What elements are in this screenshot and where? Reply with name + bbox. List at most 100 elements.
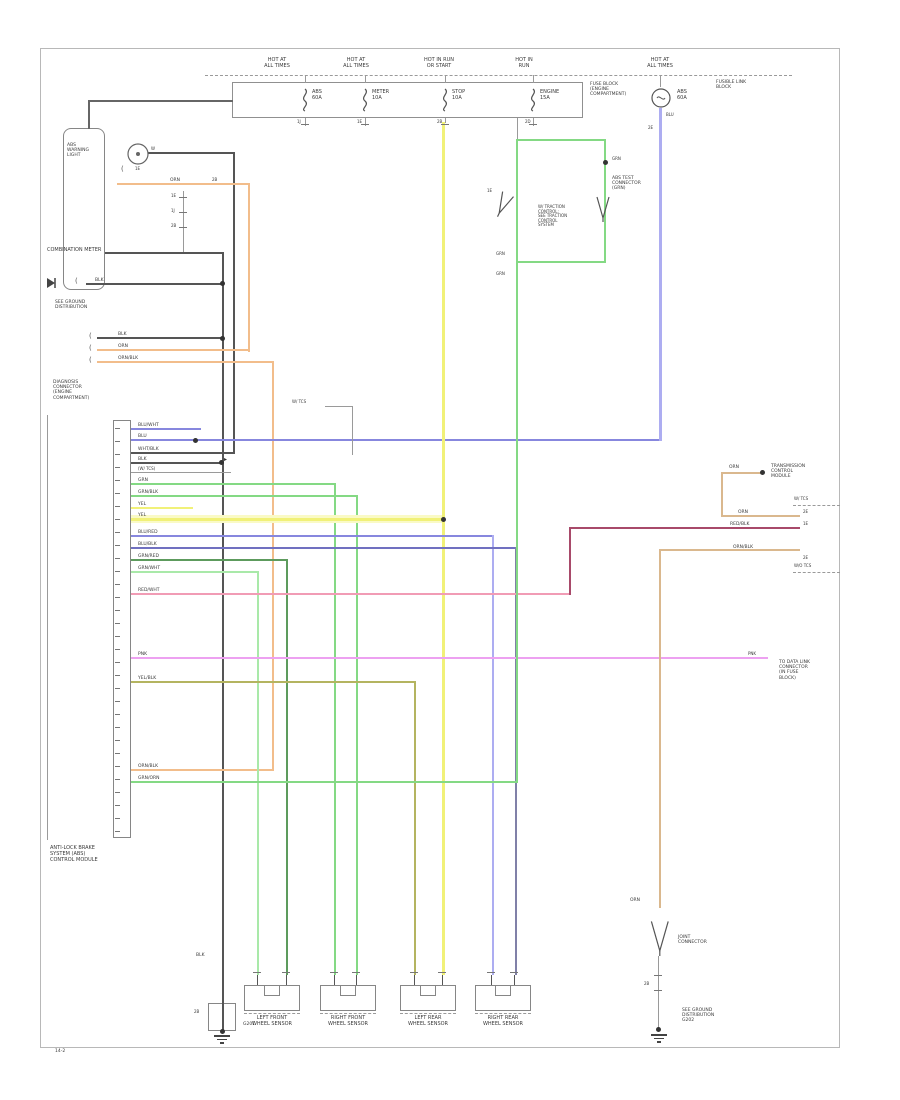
abs-control-module-label: ANTI-LOCK BRAKE SYSTEM (ABS) CONTROL MOD… — [50, 845, 98, 863]
fuse-top-stub — [445, 75, 446, 83]
connector-pin — [115, 818, 120, 819]
abs-module-connector — [113, 420, 131, 838]
fuse-icon — [360, 88, 370, 112]
junction-dot — [602, 159, 608, 165]
abs-test-connector-label: ABS TEST CONNECTOR (GRN) — [612, 176, 641, 192]
wire-label: W/ TCS — [794, 496, 809, 501]
connector-pin — [115, 584, 120, 585]
wire-label: 1E — [357, 119, 363, 124]
tan-branch — [721, 472, 764, 474]
wire-label: 2E — [803, 509, 809, 514]
combination-meter-label: COMBINATION METER — [47, 247, 102, 253]
abs-row-grn-3 — [131, 781, 518, 783]
terminal-tick — [438, 971, 446, 973]
connector-pin — [115, 779, 120, 780]
connector-pin — [115, 792, 120, 793]
wire-label: BLU — [138, 434, 147, 439]
maroon-row — [569, 527, 800, 529]
fuse-top-stub — [365, 75, 366, 83]
wire-label: WHT/BLK — [138, 447, 159, 452]
abs-row-option — [131, 472, 231, 473]
connector-pin — [115, 831, 120, 832]
sensor-v-olv — [414, 681, 416, 975]
junction-dot — [192, 437, 198, 443]
loop-feed-stub — [517, 118, 519, 139]
meter-out-wire — [105, 252, 224, 254]
ground-icon — [217, 1038, 227, 1040]
abs-row-lgrn — [131, 571, 259, 573]
meter-feed-v — [88, 100, 90, 129]
meter-conn-v — [183, 191, 185, 253]
connector-pin — [115, 662, 120, 663]
orn-vertical-1 — [248, 183, 250, 352]
sensor-v-grn-1 — [334, 483, 336, 975]
ground-icon — [654, 1037, 664, 1039]
fusible-link-label: FUSIBLE LINK BLOCK — [716, 80, 747, 91]
terminal-tick — [253, 971, 261, 973]
option-separator — [793, 572, 840, 573]
connector-pin — [115, 623, 120, 624]
junction-dot — [218, 459, 224, 465]
circuit-breaker-icon — [650, 87, 672, 109]
wire-label: GRN — [138, 478, 148, 483]
warning-lamp-icon — [126, 142, 150, 166]
fuse-block-label: FUSE BLOCK (ENGINE COMPARTMENT) — [590, 82, 627, 98]
terminal-tick — [352, 971, 360, 973]
ground-icon — [214, 1035, 230, 1037]
left-rear-wheel-sensor-label: LEFT REAR WHEEL SENSOR — [407, 1015, 449, 1027]
ground-g202-label: SEE GROUND DISTRIBUTION G202 — [682, 1008, 715, 1024]
orn-vertical-2 — [272, 361, 274, 771]
sensor-stub — [286, 975, 288, 985]
sensor-stub — [491, 975, 493, 985]
joint-connector-label: JOINT CONNECTOR — [678, 935, 707, 946]
tcm-label: TRANSMISSION CONTROL MODULE — [771, 464, 806, 480]
terminal-tick — [487, 971, 495, 973]
ground-icon — [651, 1034, 667, 1036]
page-border — [40, 48, 840, 1048]
abs-row-blu-stub — [131, 428, 201, 430]
abs-row-grn-1 — [131, 483, 336, 485]
connector-pin — [115, 805, 120, 806]
module-outline — [47, 415, 48, 840]
tan-row-1 — [721, 515, 800, 517]
connector-pin — [115, 519, 120, 520]
fuse-label-stop: STOP 10A — [452, 89, 466, 101]
hot-label-1: HOT AT ALL TIMES — [264, 57, 290, 69]
abs-row-blu-long — [131, 439, 661, 441]
hot-label-3: HOT IN RUN OR START — [423, 57, 455, 69]
connector-arrow-icon — [650, 920, 670, 957]
sensor-notch — [340, 985, 356, 996]
wire-label: BLU/BLK — [138, 542, 157, 547]
tan-vertical-2 — [659, 549, 661, 908]
fuse-bot-stub — [305, 118, 306, 126]
terminal-tick — [179, 212, 187, 213]
ground-vertical — [222, 252, 224, 1033]
wire-label: GRN — [612, 156, 621, 161]
connector-pin — [115, 740, 120, 741]
sensor-stub — [414, 975, 416, 985]
ground-g201-label: G201 — [243, 1022, 256, 1027]
abs-row-yel — [131, 518, 445, 521]
wire-label: 2B — [194, 1009, 200, 1014]
terminal-tick — [179, 197, 187, 198]
junction-dot — [219, 335, 225, 341]
fuse-icon — [440, 88, 450, 112]
fuse-icon — [300, 88, 310, 112]
diag-blk-wire — [97, 337, 223, 339]
left-front-wheel-sensor-label: LEFT FRONT WHEEL SENSOR — [251, 1015, 293, 1027]
wire-label: BLU/RED — [138, 530, 158, 535]
wire-label: 1E — [135, 166, 141, 171]
connector-pin — [115, 493, 120, 494]
wire-label: ORN/BLK — [733, 545, 754, 550]
sensor-v-grn-2 — [356, 495, 358, 975]
junction-dot — [759, 469, 765, 475]
wire-label: YEL/BLK — [138, 676, 157, 681]
sensor-split-line — [475, 1013, 531, 1014]
connector-pin — [115, 688, 120, 689]
wire-label: ORN — [118, 344, 129, 349]
fuse-bot-stub — [445, 118, 446, 123]
wire-label: YEL — [138, 513, 147, 518]
wire-label: W/ TCS — [292, 399, 307, 404]
wire-label: RED/WHT — [138, 588, 160, 593]
